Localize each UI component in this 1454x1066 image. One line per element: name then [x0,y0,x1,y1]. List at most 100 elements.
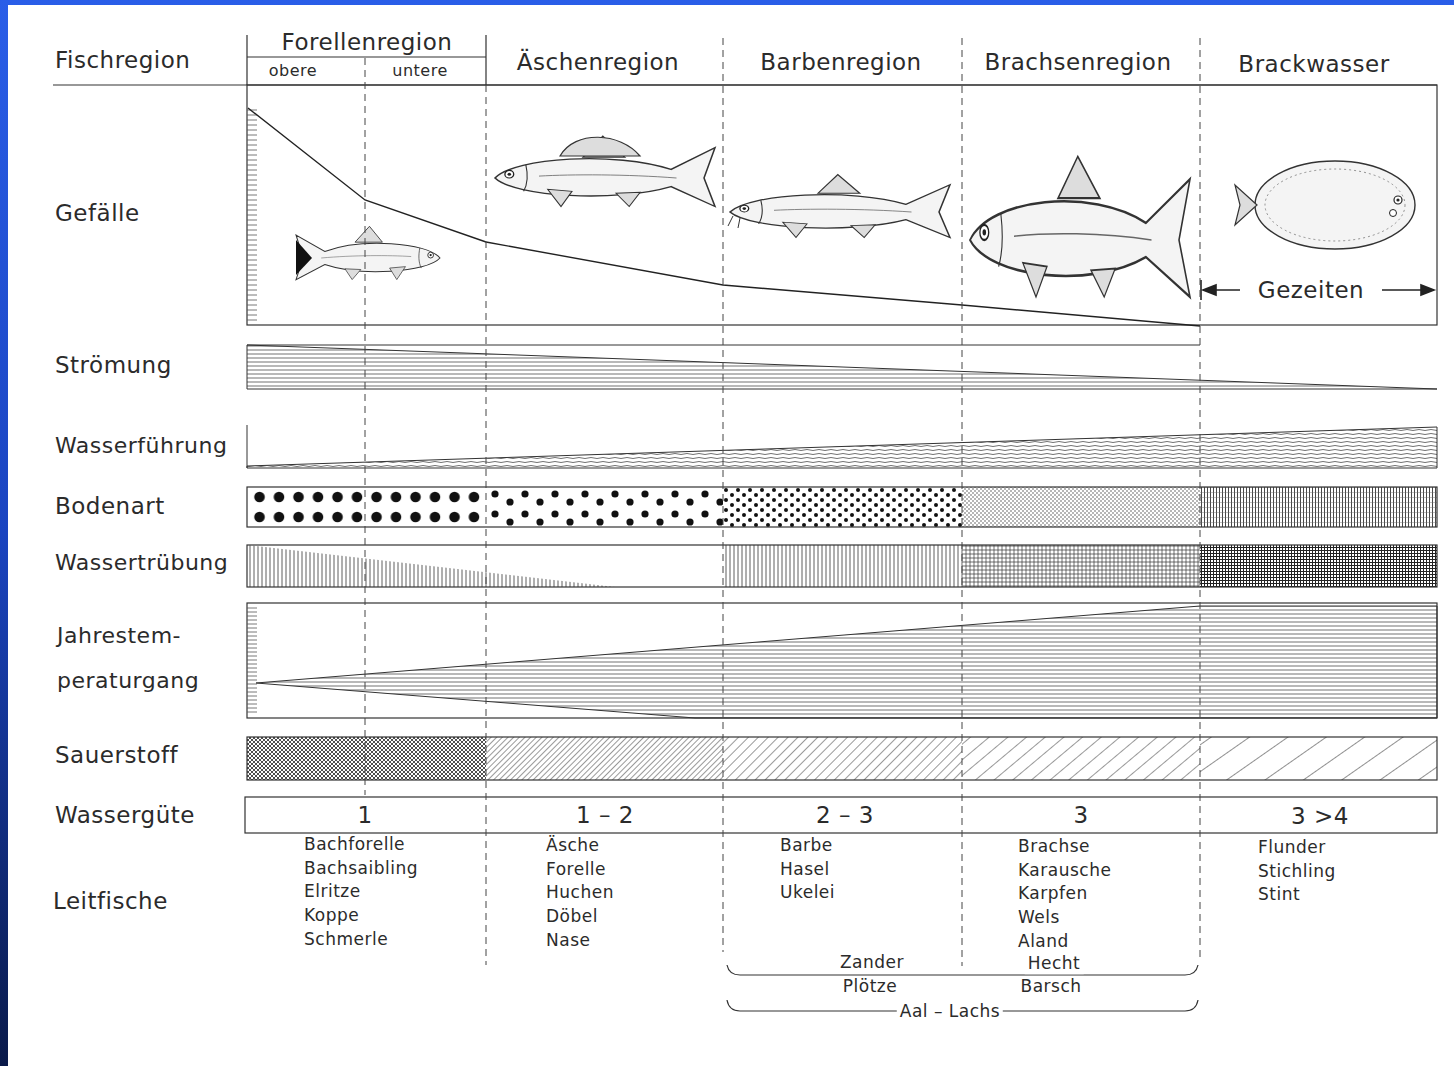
tick-mark [247,130,257,131]
fish-species: Döbel [546,907,598,927]
tick-mark [247,265,257,266]
tick-mark [247,175,257,176]
tick-mark [247,160,257,161]
fish-species: Plötze [840,977,900,997]
tick-mark [247,652,257,653]
tick-mark [247,290,257,291]
row-label: Gefälle [55,200,140,226]
fish-species: Forelle [546,860,606,880]
region-name: Forellenregion [282,29,453,55]
fish-species: Elritze [304,883,361,903]
tick-mark [247,235,257,236]
tick-mark [247,310,257,311]
fish-species: Hecht [1025,954,1084,974]
tick-mark [247,215,257,216]
tick-mark [247,220,257,221]
row-label: Wassertrübung [55,550,228,575]
tick-mark [247,664,257,665]
tick-mark [247,230,257,231]
tick-mark [247,260,257,261]
tick-mark [247,636,257,637]
tick-mark [247,170,257,171]
tick-mark [247,688,257,689]
tick-mark [247,270,257,271]
fish-species: Zander [837,953,907,973]
fish-species: Nase [546,931,590,951]
fish-species: Schmerle [304,930,388,950]
tick-mark [247,612,257,613]
tide-label: Gezeiten [1258,277,1364,303]
tick-mark [247,300,257,301]
tick-mark [247,668,257,669]
tick-mark [247,672,257,673]
tick-mark [247,140,257,141]
region-name: Barbenregion [760,49,921,75]
tick-mark [247,684,257,685]
tick-mark [247,275,257,276]
tick-mark [247,295,257,296]
tick-mark [247,155,257,156]
tick-mark [247,135,257,136]
fish-species: Barbe [780,836,833,856]
tick-mark [247,616,257,617]
tick-mark [247,285,257,286]
tick-mark [247,195,257,196]
tick-mark [247,704,257,705]
water-quality-class: 3 >4 [1291,803,1349,829]
fish-species: Flunder [1258,838,1326,858]
subregion-name: untere [392,62,447,80]
fish-species: Wels [1018,908,1060,928]
fish-species: Stichling [1258,862,1336,882]
fish-species: Koppe [304,906,359,926]
water-quality-class: 2 – 3 [816,802,874,828]
tick-mark [247,315,257,316]
tick-mark [247,640,257,641]
tick-mark [247,660,257,661]
water-quality-class: 1 – 2 [576,802,634,828]
tick-mark [247,250,257,251]
fish-species: Ukelei [780,884,835,904]
row-label: Jahrestem- peraturgang [57,613,237,703]
tick-mark [247,225,257,226]
tick-mark [247,644,257,645]
tick-mark [247,692,257,693]
water-quality-class: 3 [1073,802,1088,828]
row-label: Bodenart [55,493,165,519]
tick-mark [247,240,257,241]
tick-mark [247,700,257,701]
tick-mark [247,696,257,697]
tick-mark [247,150,257,151]
tick-mark [247,255,257,256]
tick-mark [247,180,257,181]
tick-mark [247,656,257,657]
tick-mark [247,676,257,677]
tick-mark [247,205,257,206]
tick-mark [247,708,257,709]
fish-species: Barsch [1017,977,1084,997]
tick-mark [247,145,257,146]
fish-species: Brachse [1018,837,1090,857]
tick-mark [247,680,257,681]
tick-mark [247,624,257,625]
region-name: Brackwasser [1238,51,1389,77]
tick-mark [247,190,257,191]
tick-mark [247,280,257,281]
tick-mark [247,210,257,211]
tick-mark [247,305,257,306]
fish-species: Karpfen [1018,885,1088,905]
row-label: Leitfische [53,888,168,914]
fish-species: Bachsaibling [304,859,418,879]
fish-species: Aal – Lachs [897,1002,1003,1022]
row-label: Sauerstoff [55,742,178,768]
tick-mark [247,620,257,621]
tick-mark [247,632,257,633]
tick-mark [247,712,257,713]
tick-mark [247,185,257,186]
fish-species: Bachforelle [304,835,405,855]
region-name: Brachsenregion [984,49,1171,75]
tick-mark [247,628,257,629]
subregion-name: obere [269,62,317,80]
tick-mark [247,245,257,246]
fish-species: Aland [1018,932,1069,952]
